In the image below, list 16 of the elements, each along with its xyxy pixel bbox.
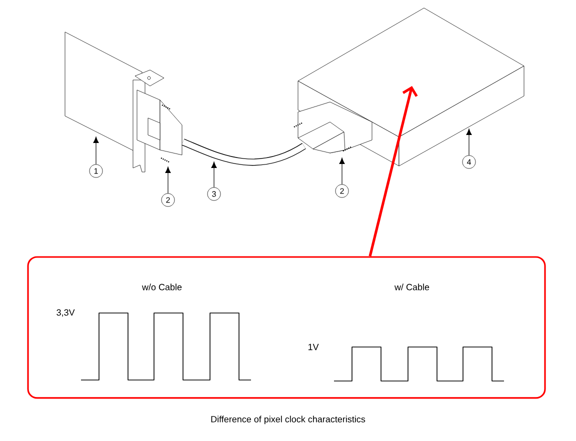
panel-heading: w/ Cable bbox=[394, 284, 430, 290]
leader-line bbox=[93, 136, 99, 165]
pointer-arrow bbox=[368, 86, 418, 256]
leader-line bbox=[165, 166, 171, 194]
callout-number: 2 bbox=[335, 184, 349, 198]
callout-number: 3 bbox=[207, 187, 221, 201]
callout-number: 2 bbox=[161, 193, 175, 207]
leader-line bbox=[466, 128, 472, 156]
callout-number: 4 bbox=[462, 155, 476, 169]
leader-line bbox=[211, 162, 217, 188]
voltage-label: 3,3V bbox=[56, 309, 75, 317]
callout-number: 1 bbox=[89, 164, 103, 178]
caption: Difference of pixel clock characteristics bbox=[211, 416, 366, 424]
voltage-label: 1V bbox=[308, 344, 319, 350]
panel-heading: w/o Cable bbox=[142, 284, 182, 290]
leader-line bbox=[339, 158, 345, 185]
